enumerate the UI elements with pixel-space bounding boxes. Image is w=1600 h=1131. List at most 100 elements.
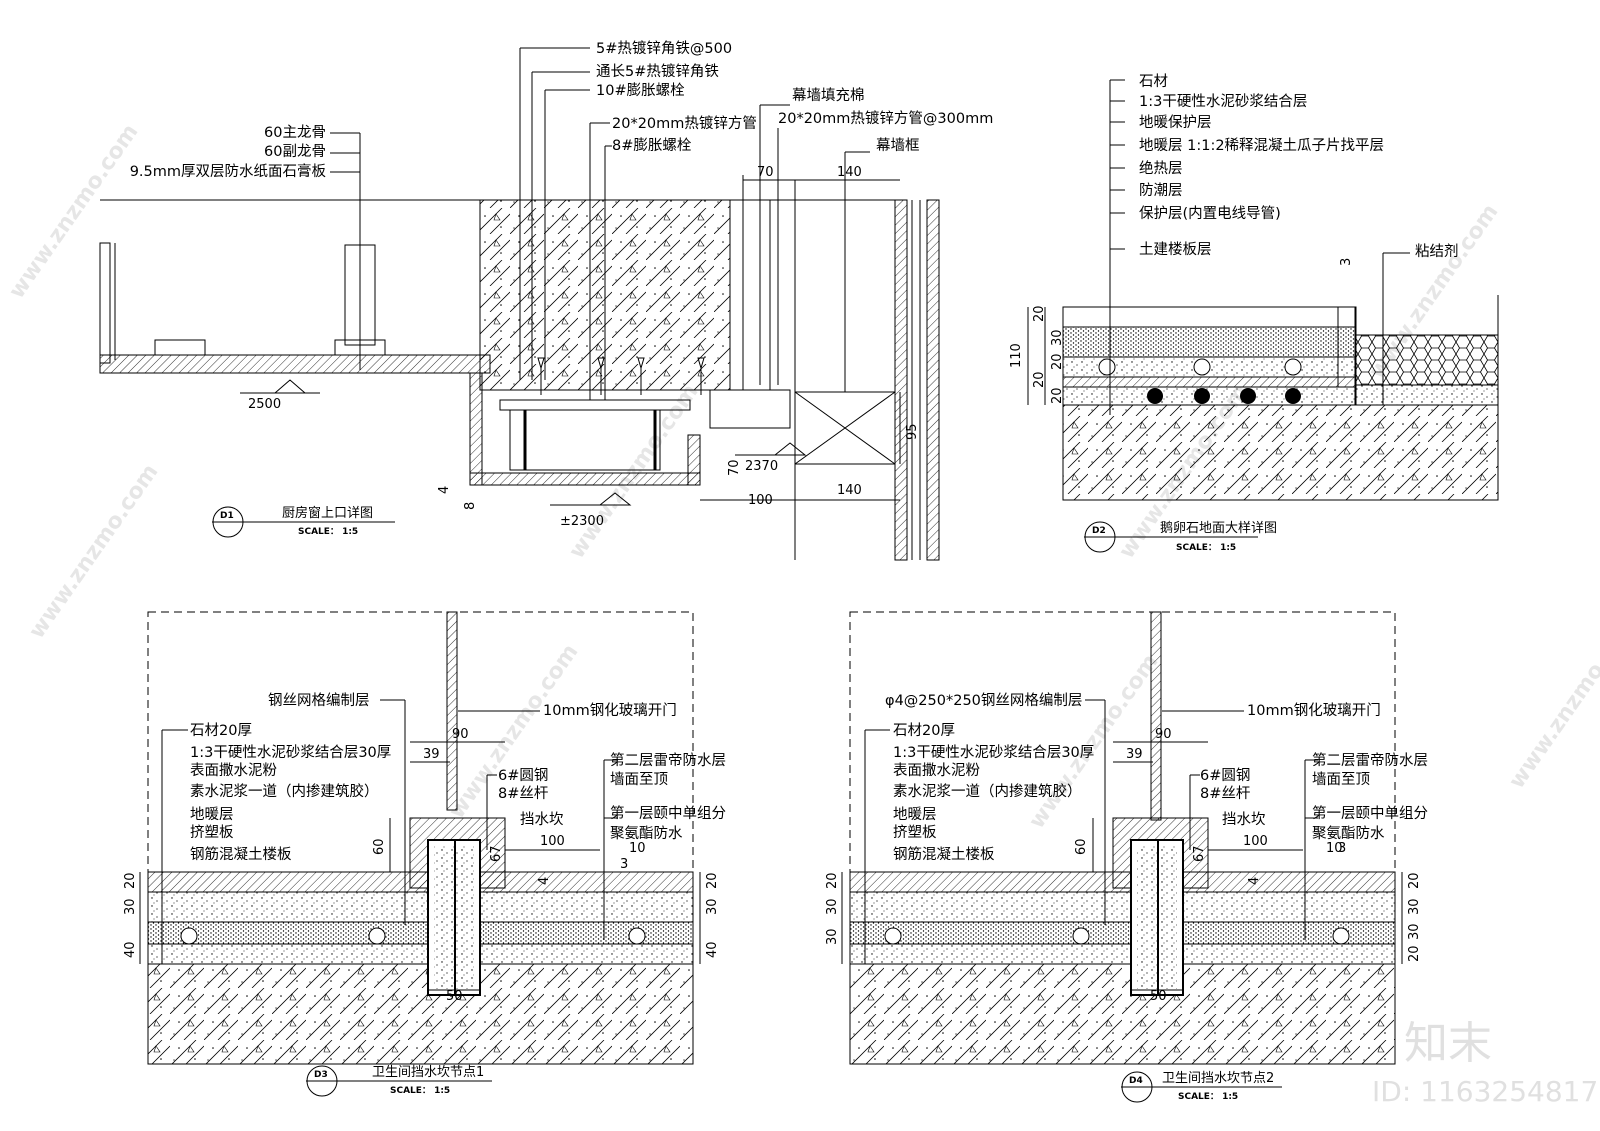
d1-angle-top <box>499 399 691 411</box>
d4-polyurethane: 聚氨酯防水 <box>1312 825 1385 842</box>
d2-layer-moisture: 防潮层 <box>1139 182 1183 199</box>
d2-heating-pipes <box>1098 358 1302 404</box>
d1-gypsum-board <box>99 354 491 374</box>
d4-dim-l30b: 30 <box>825 928 840 945</box>
d4-layer-mortar: 1:3干硬性水泥砂浆结合层30厚 <box>893 743 1094 761</box>
d3-layer-cement-powder: 表面撒水泥粉 <box>190 762 277 779</box>
d2-dim-total: 110 <box>1009 343 1024 368</box>
d1-leaders <box>330 47 870 400</box>
d3-tag: D3 <box>314 1070 328 1080</box>
d2-layer-heating: 地暖层 1:1:2稀释混凝土瓜子片找平层 <box>1139 137 1384 154</box>
d1-label-angle-500: 5#热镀锌角铁@500 <box>596 40 732 57</box>
d1-bolts <box>537 357 705 395</box>
d3-dim-100: 100 <box>540 834 565 849</box>
d4-boundary <box>849 611 1396 1065</box>
d1-left-profile <box>99 242 111 364</box>
d3-polyurethane: 聚氨酯防水 <box>610 825 683 842</box>
d3-pipe-2 <box>368 927 386 945</box>
d3-xps <box>147 943 694 965</box>
watermark-url-3: www.znzmo.com <box>564 380 703 564</box>
d4-layer-xps: 挤塑板 <box>893 823 937 841</box>
detail-d4: 石材20厚 1:3干硬性水泥砂浆结合层30厚 表面撒水泥粉 素水泥浆一道（内掺建… <box>825 611 1428 1103</box>
d2-scale: SCALE： 1:5 <box>1176 543 1236 553</box>
d3-layer-heating: 地暖层 <box>190 806 234 823</box>
d3-layer-slab: 钢筋混凝土楼板 <box>190 845 292 863</box>
d1-title: 厨房窗上口详图 <box>282 505 373 521</box>
d4-dim-50: 50 <box>1150 989 1167 1004</box>
d1-dim-95: 95 <box>905 423 920 440</box>
d4-glass-door <box>1150 611 1162 821</box>
d2-layer-stone: 石材 <box>1139 73 1168 90</box>
d4-layer-heating: 地暖层 <box>893 806 937 823</box>
d2-dim-30: 30 <box>1050 329 1065 346</box>
detail-d3: 石材20厚 1:3干硬性水泥砂浆结合层30厚 表面撒水泥粉 素水泥浆一道（内掺建… <box>123 611 726 1097</box>
d4-pipe-3 <box>1332 927 1350 945</box>
d1-dim-70v: 70 <box>727 459 742 476</box>
d3-glass-door <box>446 611 458 811</box>
d4-tag: D4 <box>1129 1076 1143 1086</box>
d3-pipe-1 <box>180 927 198 945</box>
d4-dim-t4: 4 <box>1247 877 1262 885</box>
d1-label-curtain-frame: 幕墙框 <box>876 137 920 154</box>
d3-dim-3: 3 <box>620 857 628 872</box>
d1-return-bottom <box>469 472 701 486</box>
d1-elev-2300: ±2300 <box>560 514 604 529</box>
d3-curb-label: 挡水坎 <box>520 811 564 828</box>
d2-tag: D2 <box>1092 526 1106 536</box>
d4-layer-stone: 石材20厚 <box>893 722 955 739</box>
d4-dim-r30: 30 <box>1407 898 1422 915</box>
d1-wall-hatch-2 <box>926 199 940 561</box>
d3-waterproof-2: 第二层雷帝防水层 <box>610 751 726 769</box>
d4-heating <box>849 921 1396 945</box>
d3-dim-l40: 40 <box>123 941 138 958</box>
d2-slab <box>1062 404 1499 501</box>
d2-insulation <box>1062 376 1356 388</box>
d3-scale: SCALE： 1:5 <box>390 1086 450 1096</box>
d3-boundary <box>147 611 694 1065</box>
d1-return-left <box>469 372 483 486</box>
d4-dim-r20b: 20 <box>1407 945 1422 962</box>
d1-label-main-keel: 60主龙骨 <box>264 124 326 141</box>
d3-layer-slurry: 素水泥浆一道（内掺建筑胶） <box>190 782 379 800</box>
d1-dim-140b: 140 <box>837 483 862 498</box>
d1-dim-4: 4 <box>437 486 452 494</box>
d1-label-bolt-8: 8#膨胀螺栓 <box>612 137 692 154</box>
d2-layer-heating-protect: 地暖保护层 <box>1139 114 1212 131</box>
d4-title: 卫生间挡水坎节点2 <box>1162 1071 1274 1086</box>
d3-dim-l30: 30 <box>123 898 138 915</box>
d3-slab <box>147 963 694 1065</box>
d3-layer-stone: 石材20厚 <box>190 722 252 739</box>
d4-dim-90: 90 <box>1155 727 1172 742</box>
d3-dim-10: 10 <box>629 841 646 856</box>
d1-dim-70: 70 <box>757 165 774 180</box>
d1-wall-hatch-1 <box>894 199 908 561</box>
watermark-url-2: www.znzmo.com <box>24 460 163 644</box>
watermark-url-6: www.znzmo.com <box>1504 610 1600 794</box>
d1-label-fill-cotton: 幕墙填充棉 <box>792 87 865 104</box>
d3-leaders <box>161 699 618 964</box>
d4-waterproof-2: 第二层雷帝防水层 <box>1312 751 1428 769</box>
d1-tag: D1 <box>220 511 234 521</box>
d1-dim-140: 140 <box>837 165 862 180</box>
d3-dim-50: 50 <box>446 989 463 1004</box>
d3-wall-to-top: 墙面至顶 <box>610 771 668 788</box>
d4-scale: SCALE： 1:5 <box>1178 1092 1238 1102</box>
d4-dim-l30: 30 <box>825 898 840 915</box>
d4-dim-r20: 20 <box>1407 872 1422 889</box>
d4-wall-to-top: 墙面至顶 <box>1312 771 1370 788</box>
d2-dim-20c: 20 <box>1032 371 1047 388</box>
d2-glue-label: 粘结剂 <box>1415 243 1459 260</box>
d3-mesh-label: 钢丝网格编制层 <box>268 692 370 709</box>
d4-waterproof-1: 第一层颐中单组分 <box>1312 804 1428 822</box>
d4-slab <box>849 963 1396 1065</box>
d4-mortar <box>849 891 1396 923</box>
d1-main-keel-1 <box>154 339 206 356</box>
d4-layer-slurry: 素水泥浆一道（内掺建筑胶） <box>893 782 1082 800</box>
d1-elev-2370: 2370 <box>745 459 778 474</box>
d2-pebble-base <box>1355 384 1499 406</box>
d1-label-angle-long: 通长5#热镀锌角铁 <box>596 63 719 80</box>
detail-d2: 石材 1:3干硬性水泥砂浆结合层 地暖保护层 地暖层 1:1:2稀释混凝土瓜子片… <box>1009 73 1499 553</box>
d1-return-right <box>687 434 701 486</box>
d2-mortar <box>1062 326 1356 358</box>
